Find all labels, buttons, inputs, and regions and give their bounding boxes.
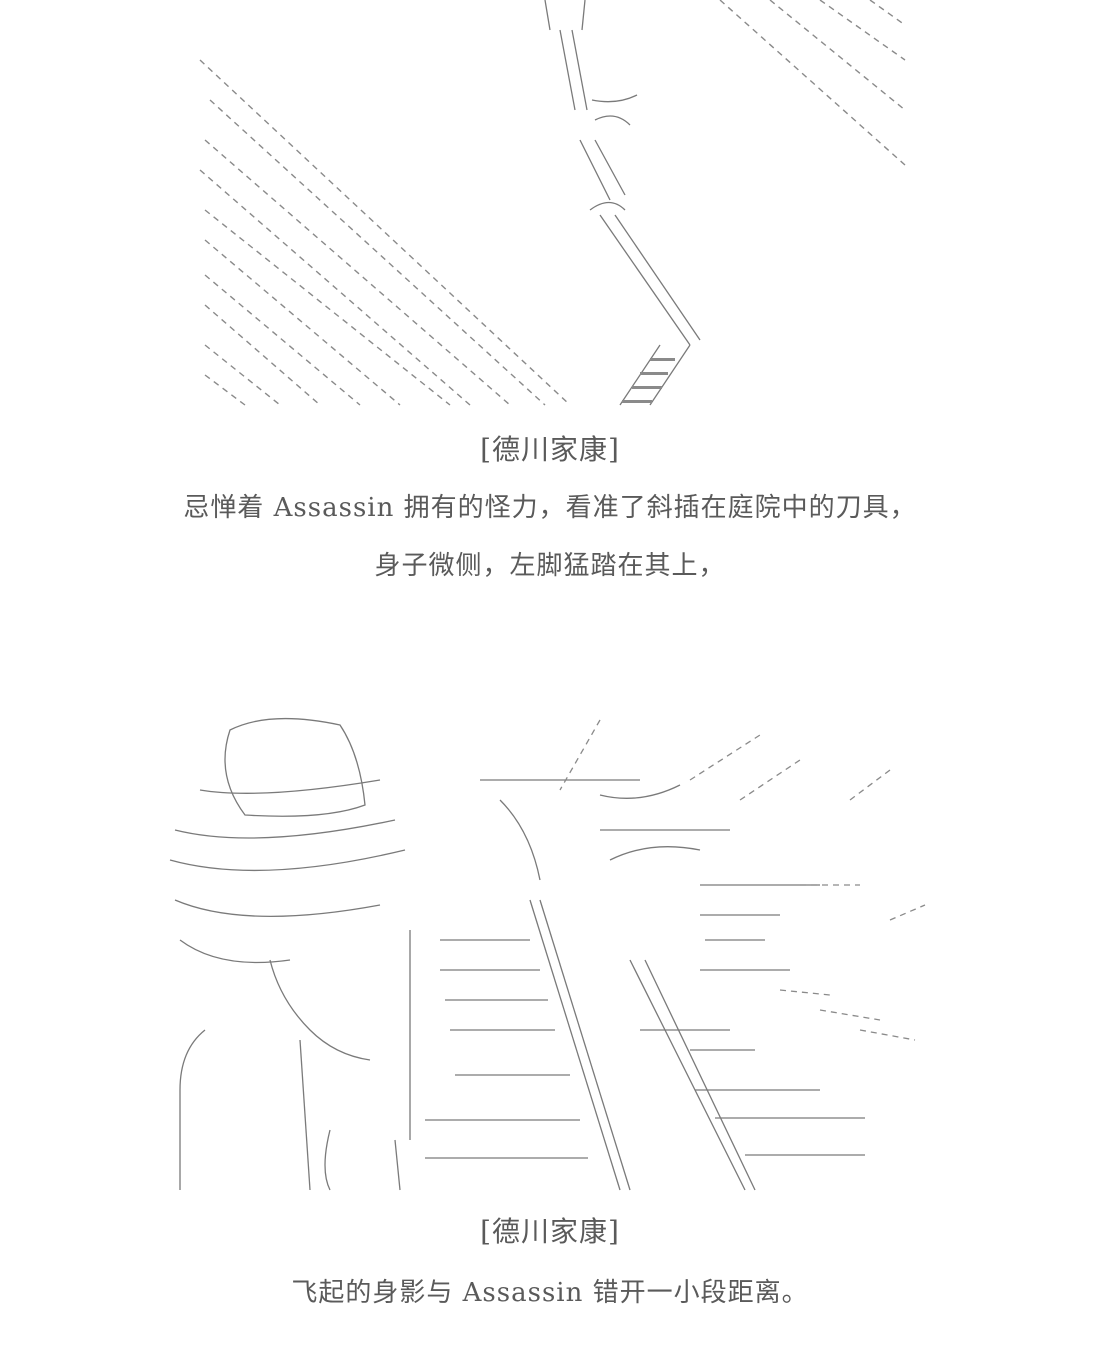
narration-line: 忌惮着 Assassin 拥有的怪力，看准了斜插在庭院中的刀具， [183, 493, 917, 523]
narration-line: 飞起的身影与 Assassin 错开一小段距离。 [291, 1278, 809, 1308]
speaker-label: [德川家康] [480, 433, 620, 466]
narration-line: 身子微侧，左脚猛踏在其上， [374, 551, 726, 581]
speaker-label: [德川家康] [480, 1215, 620, 1248]
